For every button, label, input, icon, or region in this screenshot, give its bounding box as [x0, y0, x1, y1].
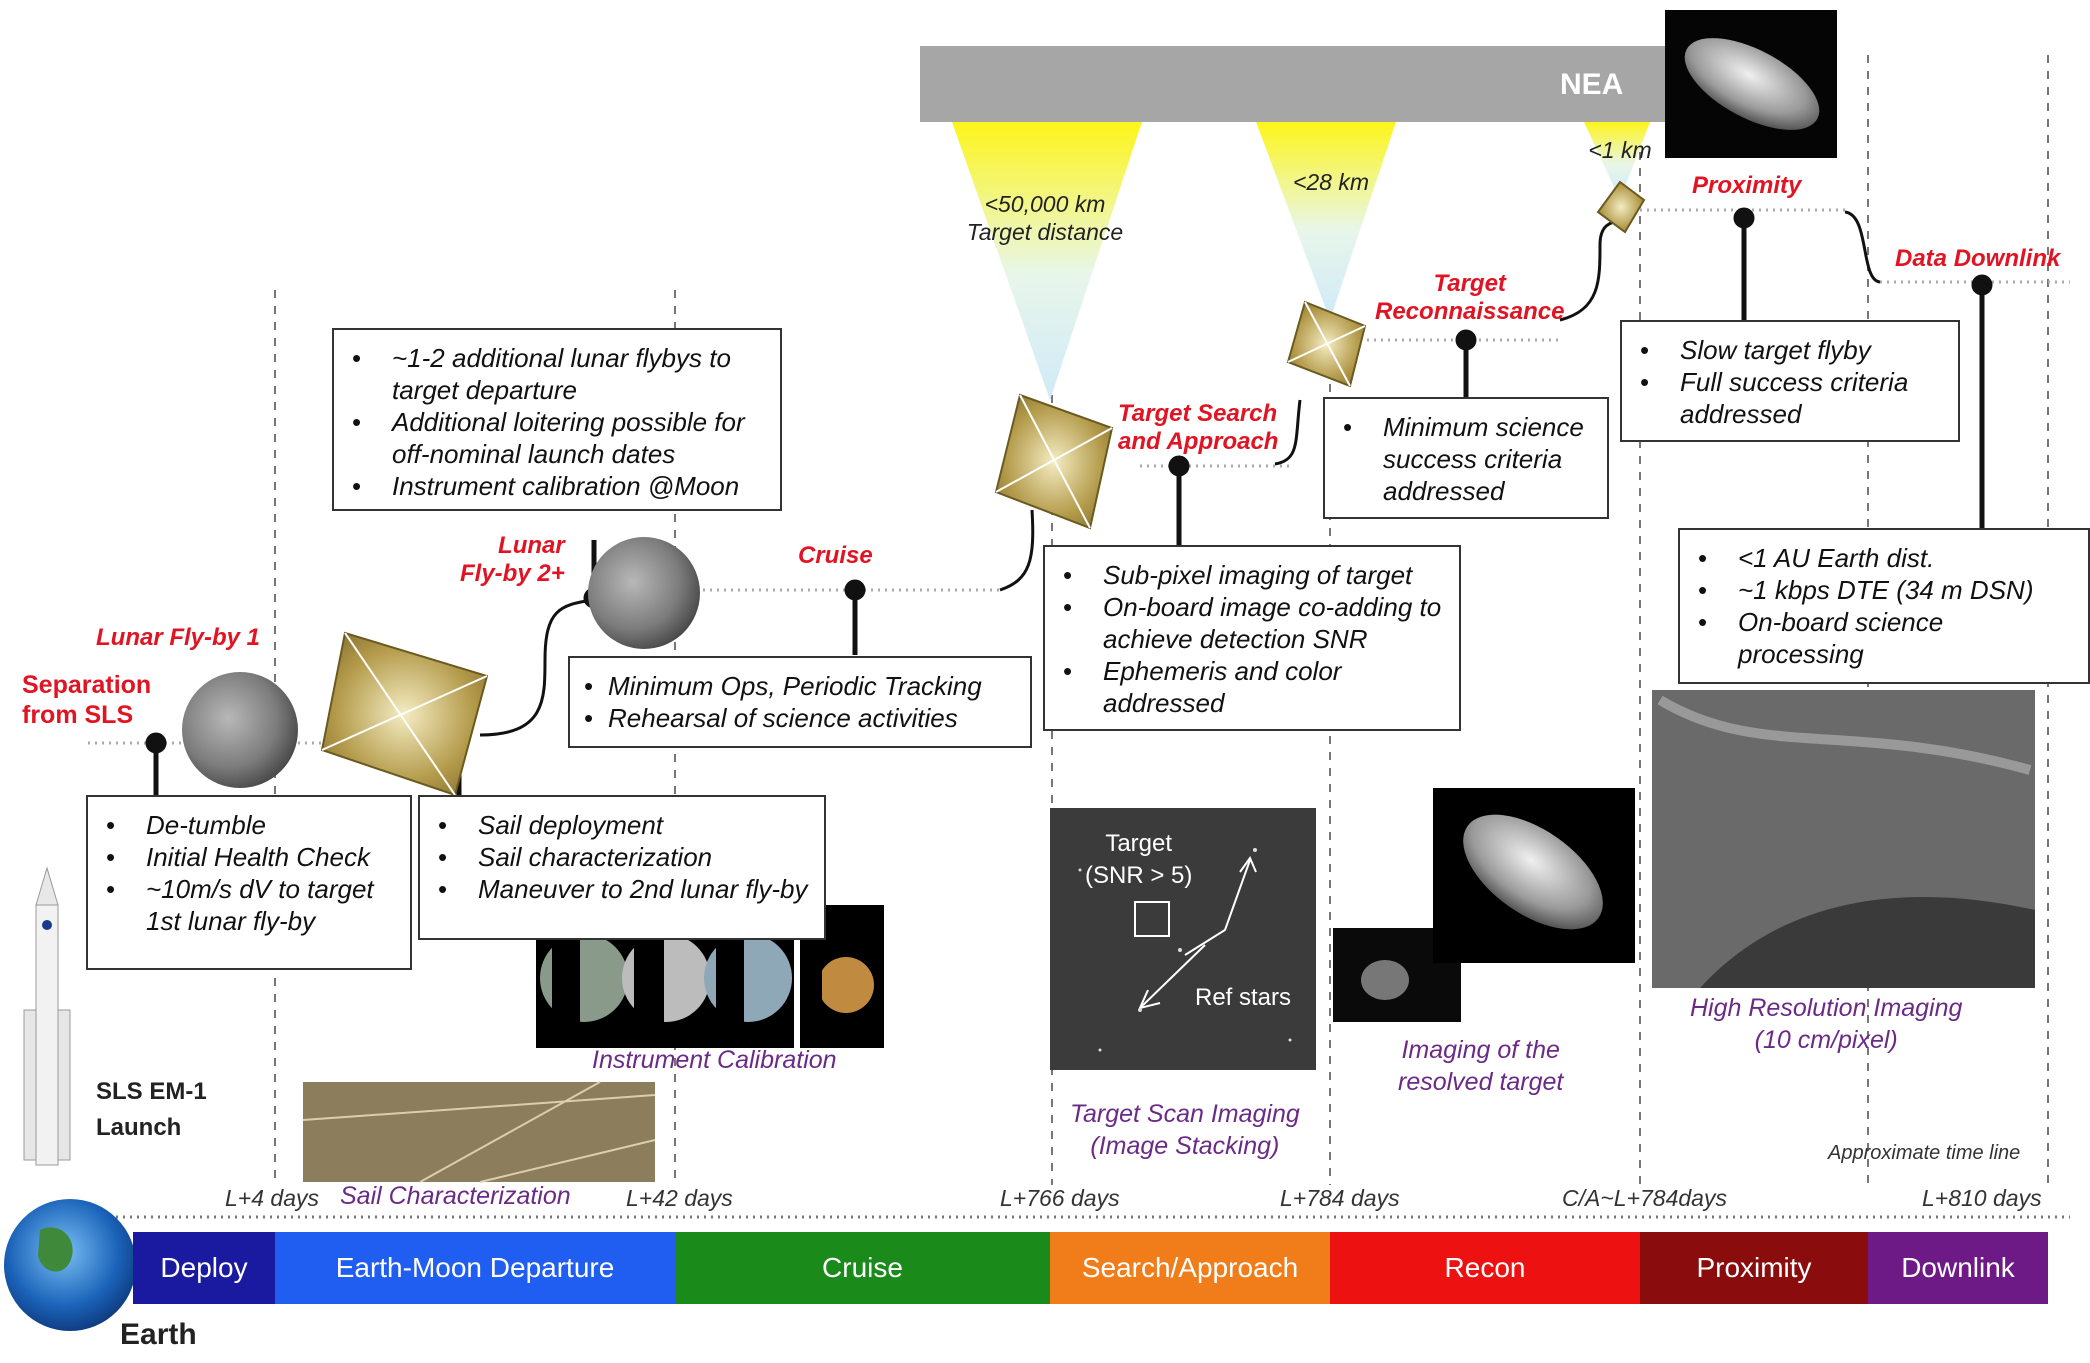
box-cruise: Minimum Ops, Periodic Tracking Rehearsal… — [568, 656, 1032, 748]
solar-sail-2 — [994, 393, 1114, 530]
cruise-item: Rehearsal of science activities — [584, 702, 1016, 734]
launch-label: SLS EM-1 Launch — [96, 1078, 207, 1141]
phase-proximity: Proximity — [1640, 1232, 1868, 1304]
scan-refstars-label: Ref stars — [1195, 984, 1292, 1011]
tick-label: L+784 days — [1280, 1185, 1400, 1211]
sail-item: Sail deployment — [438, 809, 810, 841]
cone-50000km — [952, 122, 1142, 400]
sail-item: Maneuver to 2nd lunar fly-by — [438, 873, 810, 905]
earth-label: Earth — [120, 1318, 197, 1351]
tick-label: L+42 days — [626, 1185, 733, 1211]
detumble-item: Initial Health Check — [106, 841, 396, 873]
search-item: Ephemeris and color addressed — [1063, 655, 1445, 719]
box-detumble: De-tumble Initial Health Check ~10m/s dV… — [86, 795, 412, 970]
box-search: Sub-pixel imaging of target On-board ima… — [1043, 545, 1461, 731]
event-lunar-flyby-1: Lunar Fly-by 1 — [96, 624, 261, 651]
phase-downlink: Downlink — [1868, 1232, 2048, 1304]
cone-label-1km: <1 km — [1588, 137, 1652, 163]
box-lunar-flybys: ~1-2 additional lunar flybys to target d… — [332, 328, 782, 511]
phase-deploy: Deploy — [133, 1232, 275, 1304]
caption-target-scan: Target Scan Imaging (Image Stacking) — [1070, 1100, 1300, 1160]
downlink-item: <1 AU Earth dist. — [1698, 542, 2074, 574]
caption-sail-characterization: Sail Characterization — [340, 1182, 571, 1210]
tick-label: L+4 days — [225, 1185, 319, 1211]
proximity-item: Full success criteria addressed — [1640, 366, 1944, 430]
event-separation-from-sls: Separation from SLS — [22, 671, 152, 729]
lunar-flyby-item: Instrument calibration @Moon — [352, 470, 766, 502]
earth-globe — [4, 1199, 136, 1331]
solar-sail-4 — [1596, 180, 1646, 234]
cruise-item: Minimum Ops, Periodic Tracking — [584, 670, 1016, 702]
phase-earth-moon-departure: Earth-Moon Departure — [275, 1232, 675, 1304]
scan-target-label: Target (SNR > 5) — [1085, 830, 1193, 889]
caption-instrument-calibration: Instrument Calibration — [592, 1046, 837, 1074]
solar-sail-1 — [320, 631, 489, 797]
event-target-search: Target Search and Approach — [1118, 400, 1279, 455]
sail-characterization-photo — [303, 1082, 655, 1182]
cone-28km — [1256, 122, 1396, 320]
caption-high-res: High Resolution Imaging (10 cm/pixel) — [1690, 994, 1963, 1054]
solar-sail-3 — [1286, 300, 1367, 388]
phase-recon: Recon — [1330, 1232, 1640, 1304]
event-lunar-flyby-2: Lunar Fly-by 2+ — [460, 532, 565, 587]
moon-flyby-1 — [182, 672, 298, 788]
phase-cruise: Cruise — [675, 1232, 1050, 1304]
recon-item: Minimum science success criteria address… — [1343, 411, 1593, 507]
moon-flyby-2 — [588, 537, 700, 649]
lunar-flyby-item: Additional loitering possible for off-no… — [352, 406, 766, 470]
approx-timeline-label: Approximate time line — [1828, 1142, 2021, 1164]
tick-label: C/A~L+784days — [1562, 1185, 1727, 1211]
cone-label-28km: <28 km — [1292, 169, 1370, 195]
phase-search-approach: Search/Approach — [1050, 1232, 1330, 1304]
sls-rocket — [23, 866, 71, 1166]
box-recon: Minimum science success criteria address… — [1323, 397, 1609, 519]
detumble-item: De-tumble — [106, 809, 396, 841]
lunar-flyby-item: ~1-2 additional lunar flybys to target d… — [352, 342, 766, 406]
event-cruise: Cruise — [798, 542, 873, 569]
cone-1km — [1584, 122, 1650, 200]
caption-resolved-target: Imaging of the resolved target — [1398, 1036, 1564, 1096]
tick-label: L+810 days — [1922, 1185, 2042, 1211]
search-item: Sub-pixel imaging of target — [1063, 559, 1445, 591]
box-downlink: <1 AU Earth dist. ~1 kbps DTE (34 m DSN)… — [1678, 528, 2090, 684]
nea-label: NEA — [1560, 68, 1624, 101]
tick-label: L+766 days — [1000, 1185, 1120, 1211]
detumble-item: ~10m/s dV to target 1st lunar fly-by — [106, 873, 396, 937]
target-scan-image — [1050, 808, 1316, 1070]
downlink-item: On-board science processing — [1698, 606, 2074, 670]
sail-item: Sail characterization — [438, 841, 810, 873]
box-proximity: Slow target flyby Full success criteria … — [1620, 320, 1960, 442]
event-data-downlink: Data Downlink — [1895, 245, 2061, 272]
proximity-item: Slow target flyby — [1640, 334, 1944, 366]
event-target-recon: Target Reconnaissance — [1375, 270, 1565, 325]
downlink-item: ~1 kbps DTE (34 m DSN) — [1698, 574, 2074, 606]
event-proximity: Proximity — [1692, 172, 1802, 199]
box-sail: Sail deployment Sail characterization Ma… — [418, 795, 826, 940]
nea-bar-shape — [920, 46, 1680, 122]
trajectory-solid-curves — [479, 210, 1881, 737]
search-item: On-board image co-adding to achieve dete… — [1063, 591, 1445, 655]
